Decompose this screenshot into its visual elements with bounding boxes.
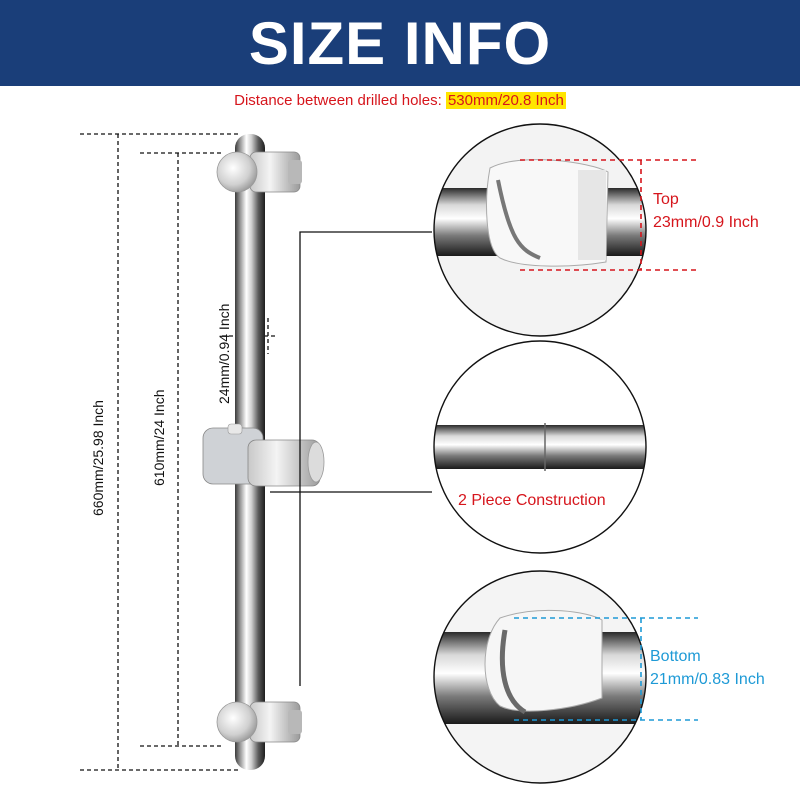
slider-illustration — [202, 423, 325, 487]
top-callout: Top 23mm/0.9 Inch — [653, 188, 759, 234]
bottom-callout-title: Bottom — [650, 648, 701, 665]
hole-distance-prefix: Distance between drilled holes: — [234, 92, 446, 109]
bottom-callout-size: 21mm/0.83 Inch — [650, 671, 765, 688]
middle-callout: 2 Piece Construction — [458, 489, 606, 512]
top-mount-illustration — [216, 151, 302, 193]
header-banner: SIZE INFO — [0, 0, 800, 86]
hole-distance-note: Distance between drilled holes: 530mm/20… — [0, 92, 800, 109]
hole-distance-value: 530mm/20.8 Inch — [445, 92, 566, 109]
bottom-measure-lines — [514, 617, 698, 721]
middle-callout-title: 2 Piece Construction — [458, 492, 606, 509]
dimension-lines — [80, 133, 276, 771]
callout-connectors — [270, 231, 432, 686]
top-callout-size: 23mm/0.9 Inch — [653, 214, 759, 231]
bottom-callout: Bottom 21mm/0.83 Inch — [650, 645, 765, 691]
bottom-mount-illustration — [216, 701, 302, 743]
bottom-detail-circle — [434, 571, 646, 783]
top-callout-title: Top — [653, 191, 679, 208]
page-title: SIZE INFO — [248, 9, 552, 77]
rod-diameter-label: 24mm/0.94 Inch — [216, 303, 232, 404]
hole-distance-label: 610mm/24 Inch — [151, 389, 167, 487]
top-detail-circle — [434, 124, 646, 336]
total-length-label: 660mm/25.98 Inch — [90, 400, 106, 516]
top-measure-lines — [520, 159, 698, 271]
middle-detail-circle — [434, 341, 646, 553]
